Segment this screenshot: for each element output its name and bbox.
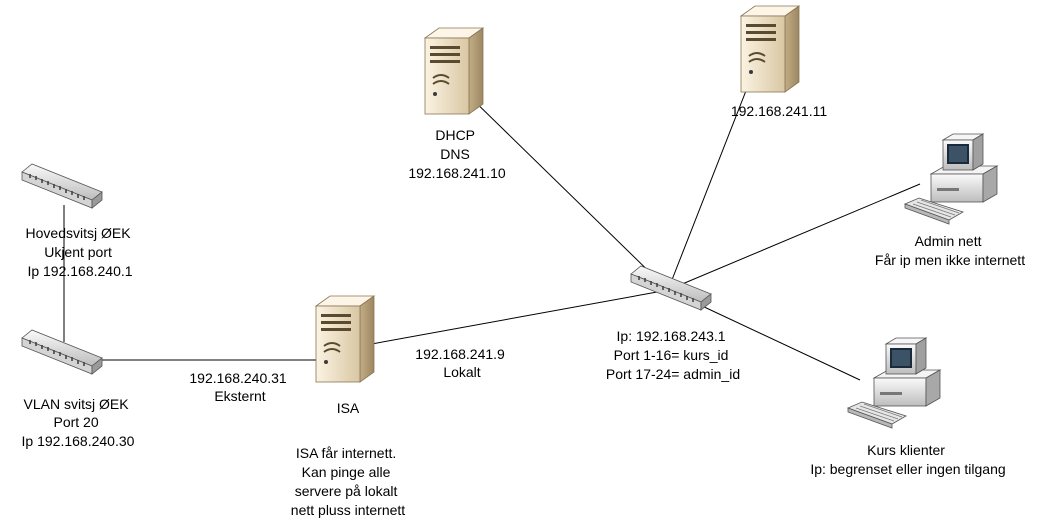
link-server11-to-core [667, 54, 761, 291]
main-switch-label-1: Hovedsvitsj ØEK [26, 225, 132, 241]
core-switch-label-1: Ip: 192.168.243.1 [617, 328, 726, 344]
isa-note-line-4: nett pluss internett [291, 502, 406, 518]
dhcp-label-1: DHCP [435, 127, 474, 143]
isa-external-label: Eksternt [214, 388, 265, 404]
svg-text:192.168.241.9 Lokalt: 192.168.241.9 Lokalt [415, 346, 508, 380]
switch-icon [630, 265, 712, 311]
svg-text:192.168.240.31 Eksternt: 192.168.240.31 Eksternt [189, 370, 290, 404]
isa-local-ip: 192.168.241.9 [415, 346, 505, 362]
link-admin-to-core [667, 183, 921, 291]
server-241-11: 192.168.241.11 [731, 5, 827, 119]
computer-icon [904, 133, 998, 225]
main-switch-label-2: Ukjent port [44, 244, 112, 260]
core-switch-label-3: Port 17-24= admin_id [606, 366, 740, 382]
main-switch-label-3: Ip 192.168.240.1 [27, 263, 132, 279]
link-isa-to-core [354, 289, 669, 348]
switch-icon [21, 329, 103, 375]
server-icon [740, 5, 800, 93]
course-label-1: Kurs klienter [867, 442, 945, 458]
server-icon [424, 27, 484, 115]
vlan-switch-label-1: VLAN svitsj ØEK [24, 396, 130, 412]
vlan-switch-label-3: Ip 192.168.240.30 [22, 433, 135, 449]
isa-local-label: Lokalt [443, 364, 480, 380]
dhcp-dns-server: DHCP DNS 192.168.241.10 [408, 27, 506, 181]
switch-icon [21, 163, 103, 209]
admin-label-1: Admin nett [915, 233, 982, 249]
computer-icon [847, 337, 941, 429]
isa-note-line-3: servere på lokalt [295, 483, 398, 499]
admin-client: Admin nett Får ip men ikke internett [875, 133, 1025, 268]
svg-text:DHCP DNS 192.168.2: DHCP DNS 192.168.241.10 [408, 127, 506, 181]
admin-label-2: Får ip men ikke internett [875, 252, 1025, 268]
dhcp-label-3: 192.168.241.10 [408, 165, 506, 181]
server-11-label: 192.168.241.11 [731, 103, 827, 119]
isa-note-line-2: Kan pinge alle [302, 464, 391, 480]
link-dhcp-to-core [462, 89, 669, 291]
course-client: Kurs klienter Ip: begrenset eller ingen … [810, 337, 1006, 477]
isa-note-line-1: ISA får internett. [296, 445, 396, 461]
isa-note: ISA får internett. Kan pinge alle server… [291, 445, 406, 518]
svg-text:Ip: 192.168.243.1 Port 1: Ip: 192.168.243.1 Port 1-16= kurs_id Por… [606, 328, 740, 382]
svg-text:Admin nett Får ip men ik: Admin nett Får ip men ikke internett [875, 233, 1025, 268]
isa-server: ISA 192.168.240.31 Eksternt 192.168.241.… [189, 295, 508, 518]
vlan-switch-label-2: Port 20 [53, 414, 98, 430]
course-label-2: Ip: begrenset eller ingen tilgang [810, 461, 1005, 477]
vlan-switch: VLAN svitsj ØEK Port 20 Ip 192.168.240.3… [21, 329, 135, 449]
svg-text:Hovedsvitsj ØEK Ukjent p: Hovedsvitsj ØEK Ukjent port Ip 192.168.2… [26, 225, 135, 279]
server-icon [315, 295, 375, 383]
main-switch: Hovedsvitsj ØEK Ukjent port Ip 192.168.2… [21, 163, 135, 279]
dhcp-label-2: DNS [440, 146, 470, 162]
isa-server-name: ISA [337, 400, 360, 416]
svg-text:Kurs klienter Ip: begren: Kurs klienter Ip: begrenset eller ingen … [810, 442, 1005, 477]
core-switch-label-2: Port 1-16= kurs_id [614, 347, 729, 363]
isa-external-ip: 192.168.240.31 [189, 370, 287, 386]
core-switch: Ip: 192.168.243.1 Port 1-16= kurs_id Por… [606, 265, 740, 382]
svg-text:VLAN svitsj ØEK Port 20: VLAN svitsj ØEK Port 20 Ip 192.168.240.3… [22, 396, 135, 449]
